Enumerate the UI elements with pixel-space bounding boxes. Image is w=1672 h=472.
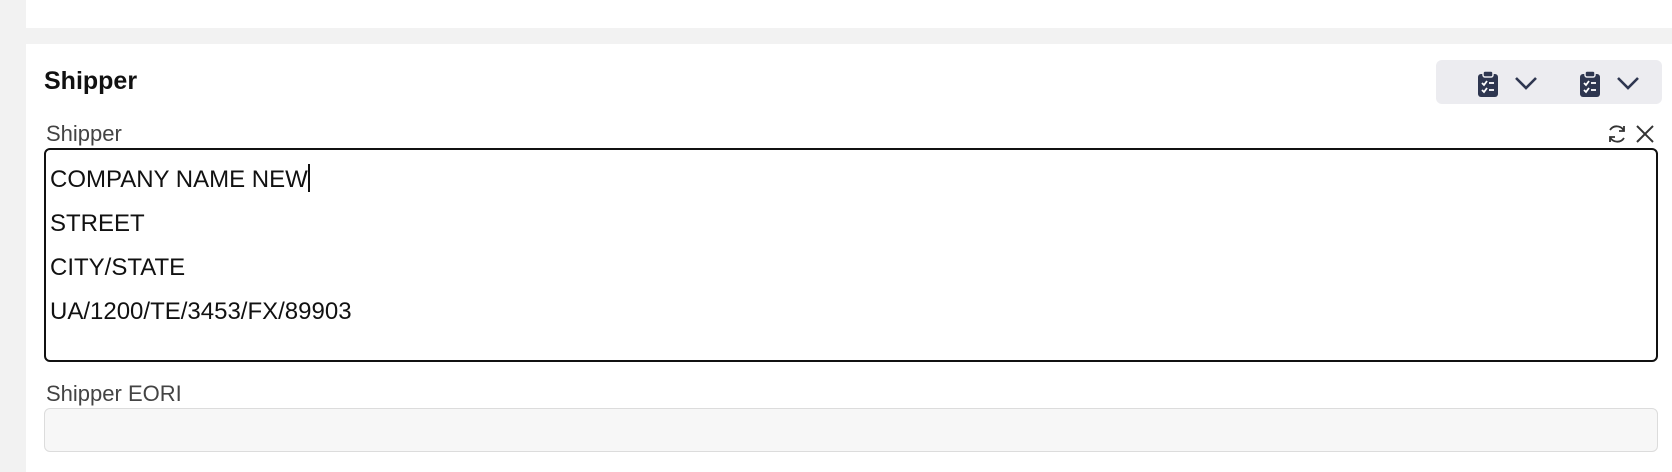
template-dropdown-button-1[interactable] xyxy=(1436,60,1574,104)
template-dropdown-button-2[interactable] xyxy=(1554,60,1662,104)
previous-section-card xyxy=(26,0,1672,28)
shipper-line-1: COMPANY NAME NEW xyxy=(50,164,310,193)
chevron-down-icon xyxy=(1617,77,1639,90)
shipper-field-label: Shipper xyxy=(46,121,122,146)
shipper-line-4: UA/1200/TE/3453/FX/89903 xyxy=(50,298,352,325)
shipper-eori-label: Shipper EORI xyxy=(46,381,182,406)
shipper-line-2: STREET xyxy=(50,210,145,237)
refresh-icon[interactable] xyxy=(1605,122,1629,146)
shipper-eori-input[interactable] xyxy=(44,408,1658,452)
section-title: Shipper xyxy=(44,67,138,95)
shipper-address-textarea[interactable]: COMPANY NAME NEW STREET CITY/STATE UA/12… xyxy=(44,148,1658,362)
close-icon[interactable] xyxy=(1633,122,1657,146)
clipboard-check-icon xyxy=(1580,70,1600,97)
chevron-down-icon xyxy=(1515,77,1537,90)
text-caret xyxy=(307,164,310,192)
shipper-line-3: CITY/STATE xyxy=(50,254,186,281)
left-rail xyxy=(0,0,12,472)
clipboard-check-icon xyxy=(1478,70,1498,97)
